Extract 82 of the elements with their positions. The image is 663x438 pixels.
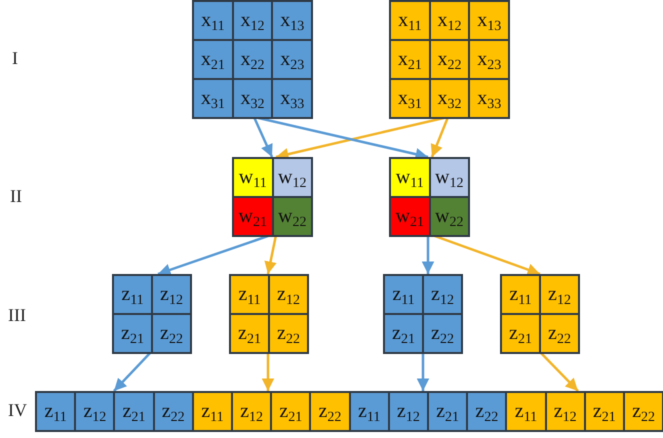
matrix-entry: x$_{33}$	[272, 79, 312, 118]
arrow	[539, 351, 579, 392]
matrix	[500, 274, 580, 354]
matrix-entry: z$_{12}$	[232, 392, 272, 431]
matrix-entry: w$_{22}$	[430, 197, 469, 236]
matrix-entry: z$_{21}$	[384, 314, 423, 353]
matrix-entry: z$_{11}$	[506, 392, 546, 431]
matrix-entry: z$_{12}$	[388, 392, 428, 431]
matrix-entry: z$_{21}$	[230, 314, 269, 353]
matrix	[505, 391, 663, 432]
arrow	[430, 116, 450, 158]
matrix-entry: x$_{13}$	[469, 1, 510, 40]
matrix-entry: z$_{11}$	[230, 275, 269, 314]
matrix	[389, 0, 510, 119]
matrix-entry: z$_{21}$	[584, 392, 624, 431]
matrix-entry: x$_{33}$	[469, 79, 510, 118]
matrix-entry: x$_{13}$	[272, 1, 312, 40]
matrix-entry: z$_{11}$	[350, 392, 389, 431]
matrix-entry: z$_{22}$	[152, 314, 191, 353]
matrix-entry: w$_{21}$	[390, 197, 430, 236]
arrow	[422, 235, 434, 274]
matrix-entry: w$_{21}$	[233, 197, 272, 236]
matrix-entry: z$_{22}$	[624, 392, 663, 431]
matrix-entry: x$_{11}$	[390, 1, 430, 40]
matrix-entry: z$_{21}$	[428, 392, 468, 431]
matrix-entry: x$_{21}$	[193, 40, 233, 79]
matrix-entry: x$_{21}$	[390, 40, 430, 79]
matrix-entry: w$_{12}$	[430, 158, 469, 197]
matrix	[348, 391, 508, 432]
matrix-entry: w$_{22}$	[272, 197, 312, 236]
matrix-entry: z$_{22}$	[269, 314, 308, 353]
arrow	[264, 234, 278, 274]
matrix	[112, 274, 192, 354]
matrix-entry: z$_{12}$	[423, 275, 462, 314]
matrix-entry: x$_{11}$	[193, 1, 233, 40]
matrix-entry: x$_{22}$	[430, 40, 470, 79]
matrix-entry: z$_{12}$	[540, 275, 579, 314]
matrix-entry: x$_{12}$	[232, 1, 272, 40]
matrix-entry: z$_{12}$	[269, 275, 308, 314]
matrix	[389, 157, 470, 237]
matrix-entry: z$_{22}$	[467, 392, 506, 431]
row-label: IV	[8, 400, 27, 421]
matrix-entry: z$_{21}$	[271, 392, 310, 431]
matrix-entry: z$_{21}$	[501, 314, 540, 353]
matrix	[192, 0, 314, 119]
matrix-entry: z$_{22}$	[423, 314, 462, 353]
matrix-entry: x$_{23}$	[469, 40, 510, 79]
matrix-entry: z$_{11}$	[113, 275, 152, 314]
matrix-entry: w$_{11}$	[390, 158, 430, 197]
matrix-entry: z$_{11}$	[501, 275, 540, 314]
arrow	[416, 352, 430, 391]
matrix-entry: z$_{22}$	[540, 314, 579, 353]
matrix-entry: x$_{32}$	[430, 79, 470, 118]
row-label: I	[12, 48, 18, 69]
matrix-entry: x$_{23}$	[272, 40, 312, 79]
arrow	[262, 352, 274, 391]
matrix-entry: z$_{12}$	[546, 392, 585, 431]
matrix	[192, 391, 351, 432]
row-label: III	[8, 305, 26, 326]
arrow	[113, 351, 152, 392]
matrix-entry: w$_{12}$	[272, 158, 312, 197]
matrix	[35, 391, 194, 432]
matrix-entry: z$_{11}$	[384, 275, 423, 314]
matrix-entry: x$_{12}$	[430, 1, 470, 40]
matrix-entry: z$_{12}$	[152, 275, 191, 314]
arrow	[252, 116, 274, 158]
matrix-entry: z$_{11}$	[192, 392, 232, 431]
matrix-entry: z$_{21}$	[113, 314, 152, 353]
matrix-entry: z$_{21}$	[114, 392, 154, 431]
matrix	[383, 274, 463, 354]
matrix-entry: w$_{11}$	[233, 158, 272, 197]
matrix-entry: z$_{22}$	[310, 392, 350, 431]
matrix-entry: z$_{11}$	[36, 392, 76, 431]
row-label: II	[10, 186, 22, 207]
matrix-entry: x$_{22}$	[232, 40, 272, 79]
matrix	[232, 157, 313, 237]
matrix-entry: x$_{31}$	[193, 79, 233, 118]
matrix	[229, 274, 309, 354]
matrix-entry: x$_{32}$	[232, 79, 272, 118]
matrix-entry: x$_{31}$	[390, 79, 430, 118]
matrix-entry: z$_{22}$	[154, 392, 193, 431]
matrix-entry: z$_{12}$	[75, 392, 114, 431]
